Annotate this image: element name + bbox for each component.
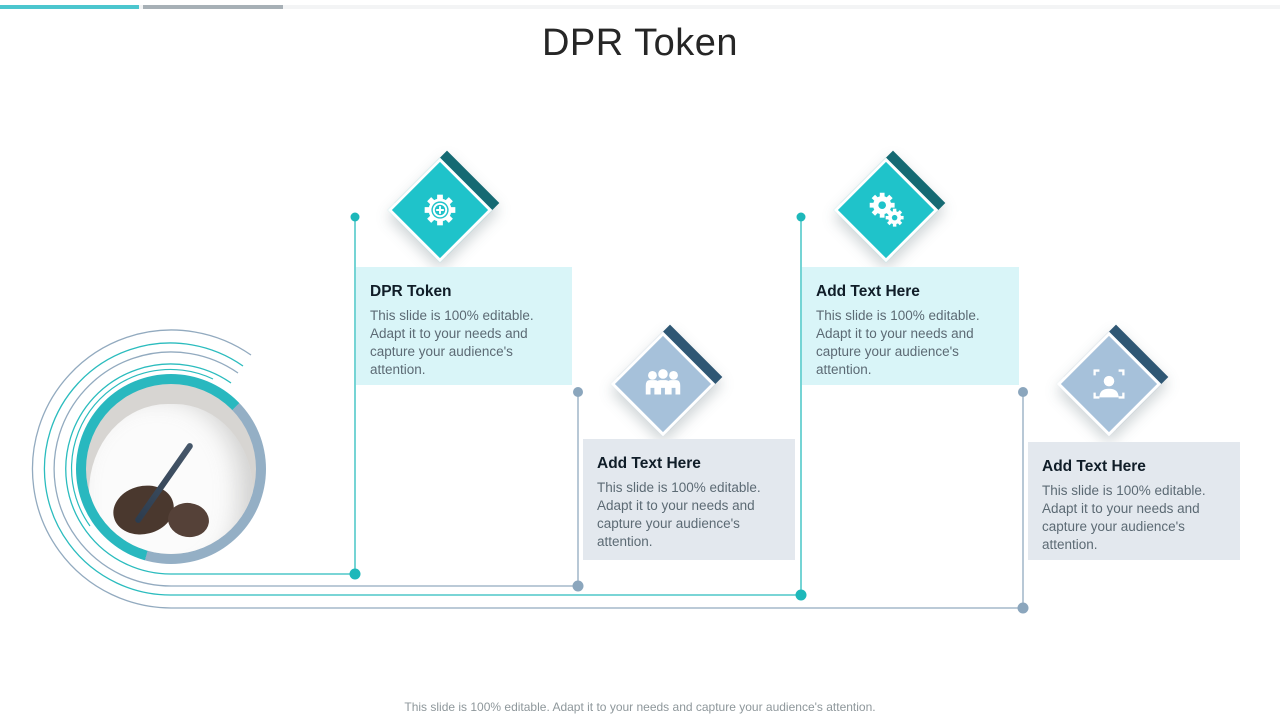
hero-circle (76, 374, 266, 564)
connector-dot (1018, 387, 1028, 397)
diamond-step-3 (833, 150, 946, 263)
connector-dot (350, 212, 360, 222)
connector-dot (572, 580, 584, 592)
card-add-text-3: Add Text Here This slide is 100% editabl… (1028, 442, 1240, 560)
gear-plus-icon (387, 157, 493, 263)
card-body: This slide is 100% editable. Adapt it to… (816, 308, 980, 377)
people-icon (610, 331, 716, 437)
connector-dot (349, 568, 361, 580)
card-heading: Add Text Here (1042, 458, 1146, 475)
top-progress-gray-segment (143, 5, 283, 9)
slide-footer-note: This slide is 100% editable. Adapt it to… (404, 700, 876, 714)
connector-dot (796, 212, 806, 222)
connector-dot (1017, 602, 1029, 614)
connector-line (43, 342, 801, 596)
card-add-text-1: Add Text Here This slide is 100% editabl… (583, 439, 795, 560)
card-body: This slide is 100% editable. Adapt it to… (597, 480, 761, 549)
card-dpr-token: DPR Token This slide is 100% editable. A… (356, 267, 572, 385)
slide-title: DPR Token (541, 22, 738, 64)
top-progress-track (0, 5, 1280, 9)
diamond-step-4 (1056, 324, 1169, 437)
card-body: This slide is 100% editable. Adapt it to… (1042, 483, 1206, 552)
person-writing-photo (86, 384, 256, 554)
diamond-step-1 (387, 150, 500, 263)
top-progress-teal-segment (0, 5, 139, 9)
decorative-arc (71, 368, 214, 527)
card-body: This slide is 100% editable. Adapt it to… (370, 308, 534, 377)
connector-dot (795, 589, 807, 601)
connector-line (53, 351, 578, 587)
connector-line (65, 363, 355, 575)
gears-icon (833, 157, 939, 263)
card-heading: Add Text Here (816, 283, 920, 300)
connector-line (31, 329, 1023, 609)
card-heading: DPR Token (370, 283, 452, 300)
face-scan-icon (1056, 331, 1162, 437)
white-shirt (89, 404, 253, 554)
diamond-step-2 (610, 324, 723, 437)
card-heading: Add Text Here (597, 455, 701, 472)
connector-dot (573, 387, 583, 397)
card-add-text-2: Add Text Here This slide is 100% editabl… (802, 267, 1019, 385)
